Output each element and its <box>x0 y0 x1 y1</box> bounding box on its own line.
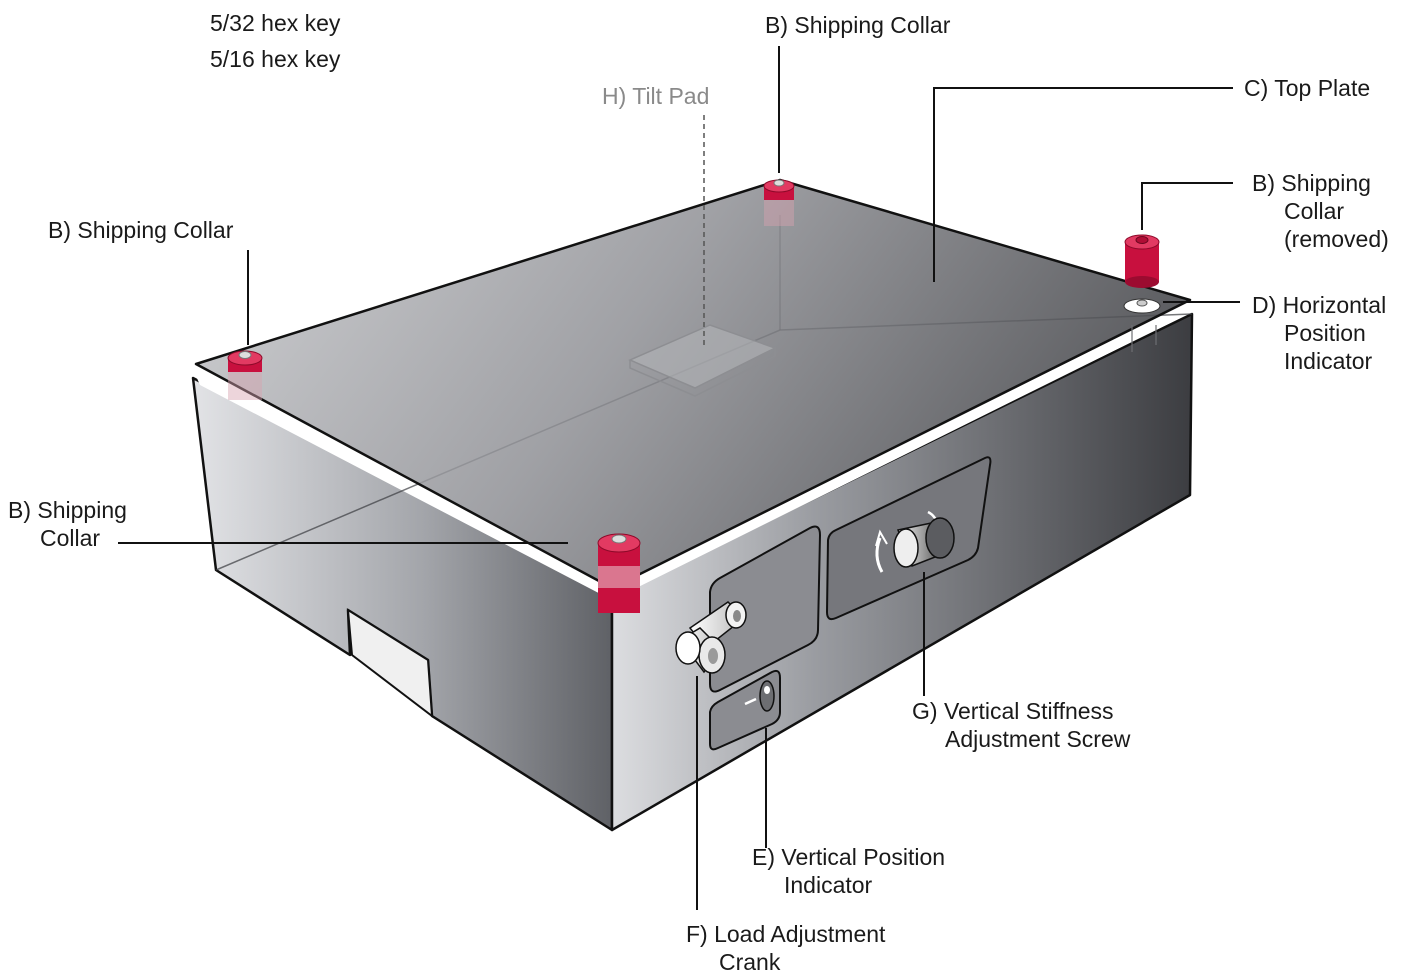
shipping-collar-front <box>597 533 641 613</box>
label-line: Indicator <box>1284 348 1373 374</box>
label-line: G) Vertical Stiffness <box>912 698 1114 724</box>
label-shipping-collar-left: B) Shipping Collar <box>48 217 234 243</box>
label-tilt-pad: H) Tilt Pad <box>602 83 710 109</box>
label-line: (removed) <box>1284 226 1389 252</box>
label-line: B) Shipping <box>8 497 127 523</box>
label-line: Collar <box>1284 198 1345 224</box>
tool-hex-key-large: 5/16 hex key <box>210 46 341 72</box>
shipping-collar-removed <box>1124 234 1160 288</box>
label-line: Crank <box>719 949 781 975</box>
label-line: Adjustment Screw <box>945 726 1131 752</box>
label-line: Position <box>1284 320 1366 346</box>
shipping-collar-top <box>763 179 795 226</box>
shipping-collar-left <box>227 350 263 400</box>
label-vertical-stiffness-screw: G) Vertical Stiffness Adjustment Screw <box>912 697 1130 753</box>
label-line: E) Vertical Position <box>752 844 946 870</box>
label-horizontal-position-indicator: D) Horizontal Position Indicator <box>1252 291 1386 375</box>
label-line: Collar <box>40 525 101 551</box>
leader-lines <box>118 46 1240 910</box>
label-top-plate: C) Top Plate <box>1244 75 1371 101</box>
load-adjustment-panel <box>709 525 822 693</box>
label-line: Indicator <box>784 872 873 898</box>
label-vertical-position-indicator: E) Vertical Position Indicator <box>752 843 945 899</box>
vertical-position-indicator <box>709 669 781 751</box>
vertical-stiffness-screw[interactable] <box>893 517 955 568</box>
label-line: B) Shipping <box>1252 170 1371 196</box>
label-line: F) Load Adjustment <box>686 921 886 947</box>
horizontal-position-indicator <box>1123 298 1161 352</box>
label-shipping-collar-removed: B) Shipping Collar (removed) <box>1252 169 1389 253</box>
label-load-adjustment-crank: F) Load Adjustment Crank <box>686 920 885 976</box>
label-shipping-collar-top: B) Shipping Collar <box>765 12 951 38</box>
label-line: D) Horizontal <box>1252 292 1387 318</box>
load-adjustment-crank[interactable] <box>675 601 747 674</box>
label-shipping-collar-front: B) Shipping Collar <box>8 496 127 552</box>
tool-hex-key-small: 5/32 hex key <box>210 10 341 36</box>
